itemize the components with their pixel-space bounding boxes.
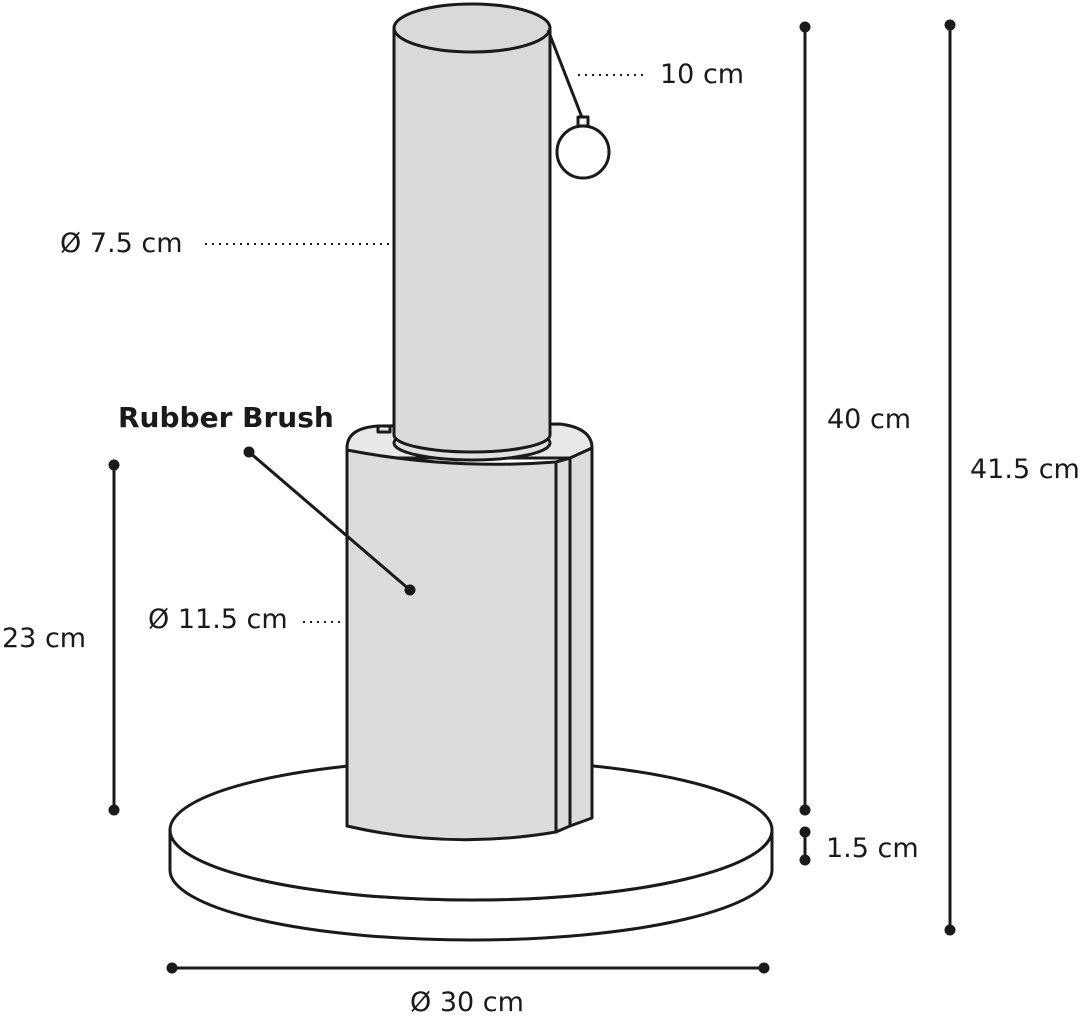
rubber-brush-cylinder xyxy=(345,422,594,842)
ball-string xyxy=(546,29,585,121)
dim-base-thickness xyxy=(799,826,811,866)
label-brush-height: 23 cm xyxy=(2,623,86,654)
label-base-thickness: 1.5 cm xyxy=(826,833,919,864)
dim-brush-height xyxy=(108,459,120,816)
label-base-diameter: Ø 30 cm xyxy=(410,987,524,1017)
brush-body xyxy=(345,448,558,842)
brush-slot-inner xyxy=(554,456,572,834)
label-total-height: 41.5 cm xyxy=(970,454,1080,485)
ball xyxy=(555,124,611,180)
label-post-diameter: Ø 7.5 cm xyxy=(60,228,183,259)
leader-rubber-brush xyxy=(243,446,416,596)
ball-toy xyxy=(546,29,611,180)
brush-slot-outer xyxy=(568,446,594,828)
brush-notch xyxy=(376,424,392,434)
label-ball-string-length: 10 cm xyxy=(660,59,744,90)
dim-total-height xyxy=(944,19,956,936)
post-body xyxy=(392,26,552,454)
post-top xyxy=(392,2,552,54)
sisal-post xyxy=(392,2,552,462)
label-post-height: 40 cm xyxy=(827,404,911,435)
label-rubber-brush: Rubber Brush xyxy=(118,401,334,434)
dim-base-diameter xyxy=(166,962,770,974)
label-brush-diameter: Ø 11.5 cm xyxy=(148,604,288,635)
dim-post-height xyxy=(799,21,811,816)
